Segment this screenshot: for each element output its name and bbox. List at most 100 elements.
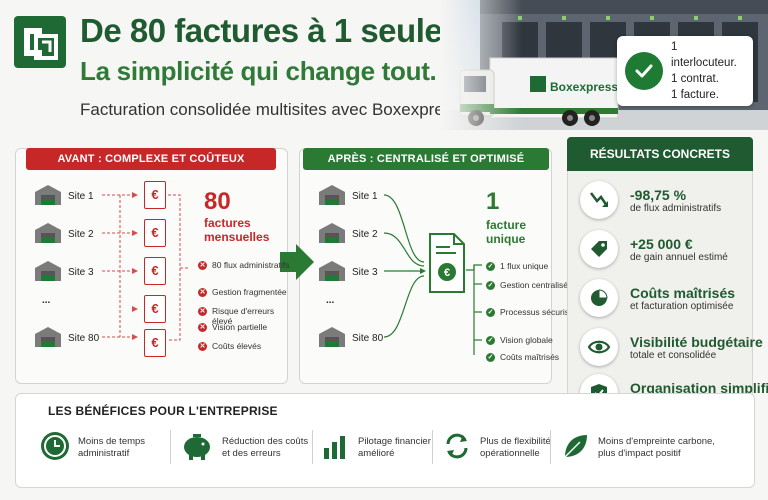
list-item: ✕Coûts élevés (198, 341, 294, 351)
list-item: ✓ Gestion centralisée (486, 280, 582, 290)
site-item: Site 3 (34, 260, 94, 285)
check-icon: ✓ (486, 336, 495, 345)
site-item: Site 80 (318, 326, 383, 351)
benefit-line: Réduction des coûts (222, 436, 309, 447)
result-value: +25 000 € (630, 235, 693, 252)
benefit-line: Moins de temps (78, 436, 146, 447)
site-label: Site 3 (68, 267, 94, 278)
result-caption: totale et consolidée (630, 349, 717, 361)
site-label: Site 1 (68, 191, 94, 202)
list-item-label: 1 flux unique (500, 261, 549, 271)
x-icon: ✕ (198, 323, 207, 332)
check-icon: ✓ (486, 353, 495, 362)
site-label: Site 80 (352, 333, 384, 344)
site-item: Site 1 (318, 184, 378, 209)
benefit-line: et des erreurs (222, 448, 281, 459)
warehouse-icon (34, 326, 62, 351)
eye-icon (580, 328, 618, 366)
after-invoice-count: 1 (486, 188, 500, 215)
benefit-line: Moins d'empreinte carbone, (598, 436, 715, 447)
before-panel-title: AVANT : COMPLEXE ET COÛTEUX (26, 148, 276, 170)
euro-invoice-icon: € (144, 257, 166, 285)
truck-brand-label: Boxexpress (550, 80, 619, 94)
site-ellipsis: ... (326, 295, 335, 306)
list-item-label: Coûts maîtrisés (500, 352, 560, 362)
site-label: Site 2 (352, 229, 378, 240)
unique-invoice-icon: € (428, 232, 466, 294)
list-item: ✕ Gestion fragmentée (198, 287, 294, 297)
site-item: Site 2 (318, 222, 378, 247)
list-item: ✓Vision globale (486, 335, 582, 345)
promise-line: 1 facture. (671, 89, 719, 101)
check-icon: ✓ (486, 262, 495, 271)
site-ellipsis: ... (42, 295, 51, 306)
page-title: De 80 factures à 1 seule. (80, 12, 451, 49)
page-subtitle: Facturation consolidée multisites avec B… (80, 100, 466, 119)
check-icon (625, 52, 663, 90)
list-item: ✓ 1 flux unique (486, 261, 582, 271)
list-item-label: 80 flux administratifs (212, 260, 290, 270)
bar-chart-icon (322, 432, 350, 465)
benefit-divider (170, 430, 171, 464)
x-icon: ✕ (198, 261, 207, 270)
site-label: Site 2 (68, 229, 94, 240)
svg-text:€: € (444, 267, 450, 279)
result-caption: et facturation optimisée (630, 300, 734, 312)
benefit-divider (312, 430, 313, 464)
benefit-line: Pilotage financier (358, 436, 431, 447)
list-item-label: Vision partielle (212, 322, 268, 332)
result-caption: de flux administratifs (630, 202, 722, 214)
benefit-line: opérationnelle (480, 448, 540, 459)
warehouse-icon (318, 184, 346, 209)
before-invoice-count: 80 (204, 188, 231, 215)
euro-invoice-icon: € (144, 219, 166, 247)
warehouse-icon (318, 326, 346, 351)
result-value: Coûts maîtrisés (630, 284, 736, 301)
list-item-label: Gestion fragmentée (212, 287, 287, 297)
check-icon: ✓ (486, 281, 495, 290)
benefit-line: Plus de flexibilité (480, 436, 551, 447)
x-icon: ✕ (198, 288, 207, 297)
list-item-label: Gestion centralisée (500, 280, 573, 290)
benefits-title: LES BÉNÉFICES POUR L'ENTREPRISE (48, 404, 278, 418)
after-panel-title: APRÈS : CENTRALISÉ ET OPTIMISÉ (303, 148, 549, 170)
result-item: +25 000 €de gain annuel estimé (580, 227, 750, 271)
list-item-label: Processus sécurisé (500, 307, 574, 317)
warehouse-icon (34, 184, 62, 209)
check-icon: ✓ (486, 308, 495, 317)
benefit-item: Moins d'empreinte carbone,plus d'impact … (560, 428, 715, 468)
site-item: Site 1 (34, 184, 94, 209)
site-item: Site 2 (34, 222, 94, 247)
benefits-panel (15, 393, 755, 488)
list-item-label: Risque d'erreurs élevé (212, 306, 275, 326)
result-value: -98,75 % (630, 186, 687, 203)
warehouse-icon (34, 222, 62, 247)
x-icon: ✕ (198, 307, 207, 316)
price-tag-icon (580, 230, 618, 268)
warehouse-icon (318, 222, 346, 247)
benefit-line: amélioré (358, 448, 395, 459)
warehouse-icon (318, 260, 346, 285)
euro-invoice-icon: € (144, 329, 166, 357)
piggy-bank-icon (180, 432, 214, 465)
trend-down-icon (580, 181, 618, 219)
results-title: RÉSULTATS CONCRETS (567, 137, 753, 171)
promise-line: 1 interlocuteur. (671, 41, 737, 69)
benefit-divider (432, 430, 433, 464)
promise-card: 1 interlocuteur. 1 contrat. 1 facture. (617, 36, 753, 106)
promise-line: 1 contrat. (671, 73, 719, 85)
site-item: Site 80 (34, 326, 99, 351)
leaf-icon (560, 431, 590, 466)
brand-logo (12, 14, 68, 70)
page-tagline: La simplicité qui change tout. (80, 56, 437, 86)
list-item: ✓ Processus sécurisé (486, 307, 582, 317)
site-item: Site 3 (318, 260, 378, 285)
site-label: Site 80 (68, 333, 100, 344)
refresh-icon (442, 431, 472, 466)
list-item: ✕ 80 flux administratifs (198, 260, 294, 270)
